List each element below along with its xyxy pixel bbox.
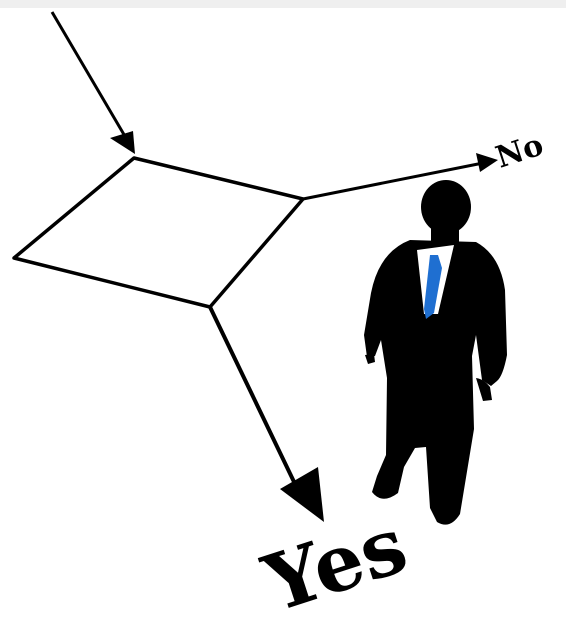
no-arrow xyxy=(303,153,498,199)
no-label: No xyxy=(492,128,548,176)
decision-diamond xyxy=(14,158,303,307)
yes-label: Yes xyxy=(253,500,418,623)
yes-arrow xyxy=(210,307,324,522)
businessman-silhouette xyxy=(364,180,507,525)
businessman-left-hand xyxy=(365,354,375,364)
incoming-arrow xyxy=(52,12,135,154)
